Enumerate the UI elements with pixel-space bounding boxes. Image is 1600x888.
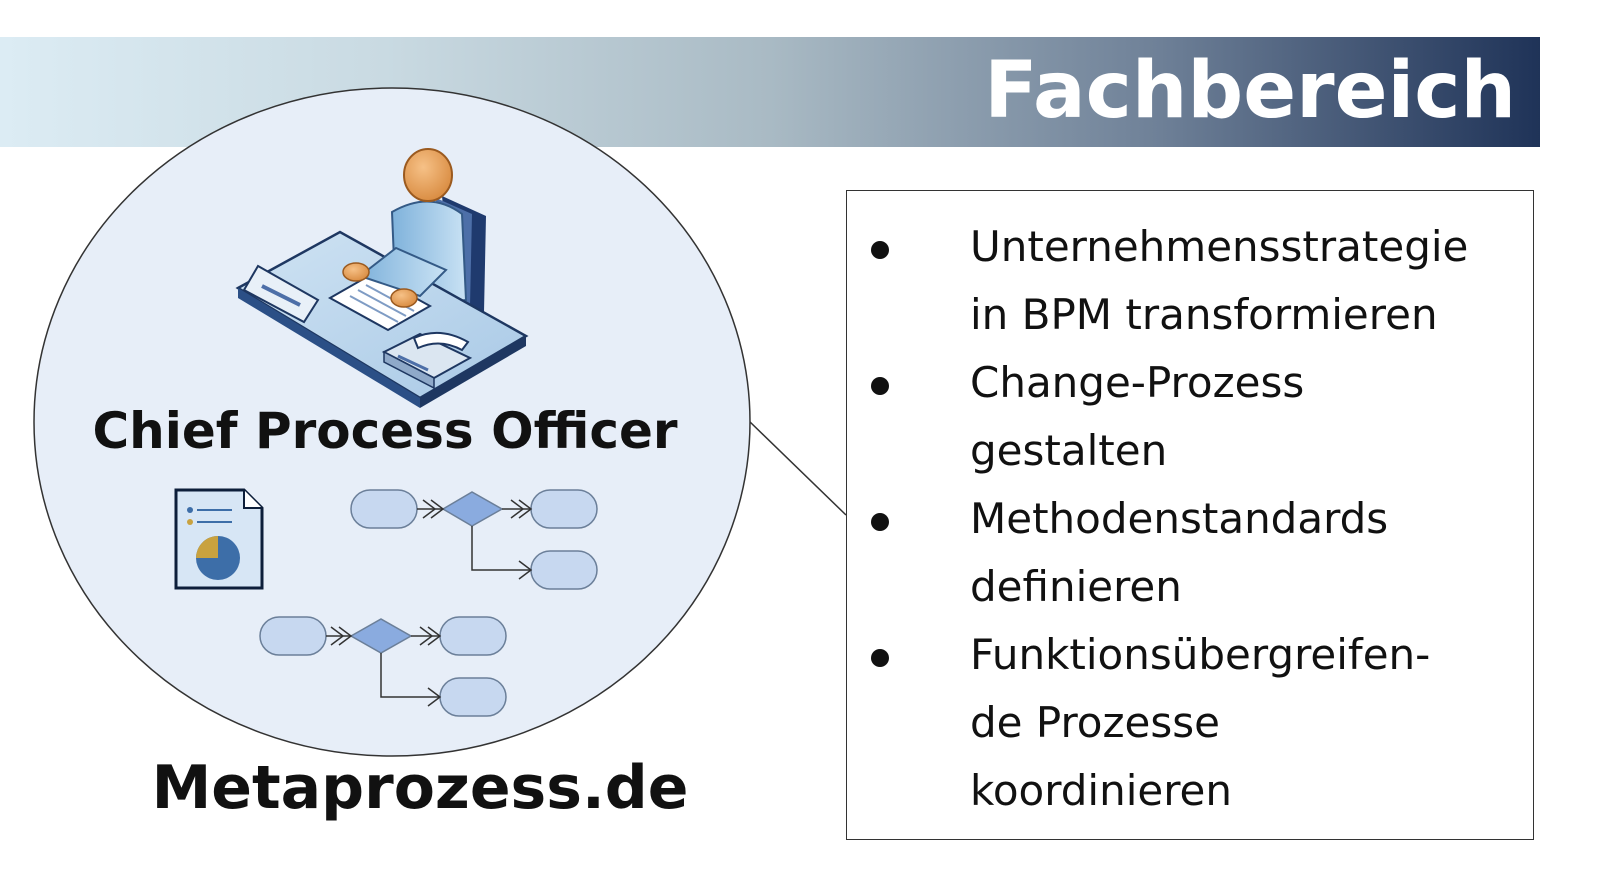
bullet-icon (871, 377, 889, 395)
bullet-icon (871, 649, 889, 667)
process-flow-icon (259, 616, 507, 717)
task-text: de Prozesse (970, 698, 1220, 747)
list-item: Change-Prozess gestalten (847, 349, 1533, 485)
task-text: definieren (970, 562, 1182, 611)
site-label: Metaprozess.de (151, 753, 689, 823)
office-worker-at-desk-icon (235, 148, 529, 408)
task-text: Change-Prozess (970, 358, 1305, 407)
process-flow-icon (350, 489, 598, 590)
task-text: gestalten (970, 426, 1168, 475)
task-list: Unternehmensstrategie in BPM transformie… (847, 191, 1533, 825)
task-text: Unternehmensstrategie (970, 222, 1469, 271)
task-box: Unternehmensstrategie in BPM transformie… (846, 190, 1534, 840)
bullet-icon (871, 241, 889, 259)
task-text: in BPM transformieren (970, 290, 1438, 339)
report-document-icon (174, 488, 264, 590)
task-text: koordinieren (970, 766, 1233, 815)
list-item: Funktionsübergreifen- de Prozesse koordi… (847, 621, 1533, 825)
banner-title: Fachbereich (984, 46, 1516, 136)
role-label: Chief Process Officer (92, 402, 678, 460)
list-item: Methodenstandards definieren (847, 485, 1533, 621)
connector-line (747, 419, 847, 516)
task-text: Methodenstandards (970, 494, 1389, 543)
list-item: Unternehmensstrategie in BPM transformie… (847, 213, 1533, 349)
task-text: Funktionsübergreifen- (970, 630, 1431, 679)
bullet-icon (871, 513, 889, 531)
